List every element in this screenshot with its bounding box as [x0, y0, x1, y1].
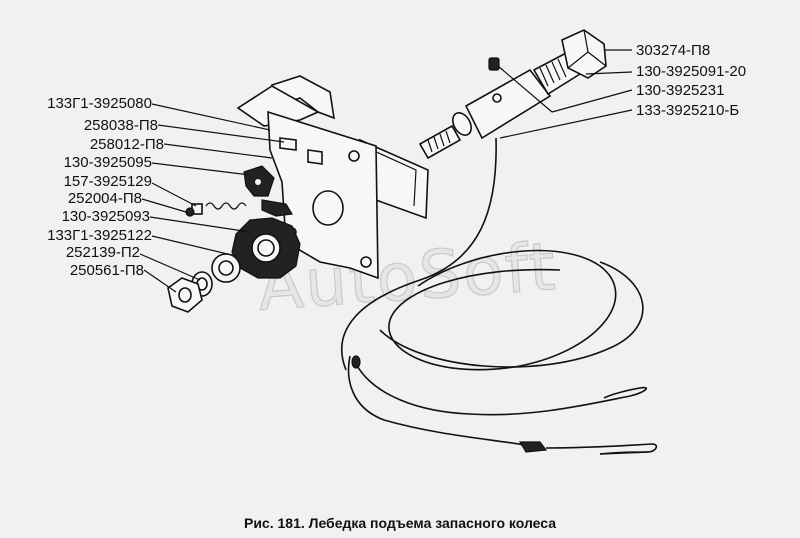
label-130-3925231: 130-3925231	[636, 82, 724, 99]
label-258012-P8: 258012-П8	[90, 136, 164, 153]
label-130-3925095: 130-3925095	[64, 154, 152, 171]
label-303274-P8: 303274-П8	[636, 42, 710, 59]
label-133G1-3925122: 133Г1-3925122	[47, 227, 152, 244]
label-130-3925093: 130-3925093	[62, 208, 150, 225]
ratchet-assembly	[167, 165, 301, 313]
leader-lines-left	[139, 103, 285, 293]
winch-shaft	[418, 29, 607, 160]
labels-right: 303274-П8 130-3925091-20 130-3925231 133…	[636, 42, 746, 119]
label-133-3925210-B: 133-3925210-Б	[636, 102, 739, 119]
leader-lines-right	[497, 49, 633, 139]
label-130-3925091-20: 130-3925091-20	[636, 63, 746, 80]
winch-cable	[341, 137, 658, 455]
label-258038-P8: 258038-П8	[84, 117, 158, 134]
label-133G1-3925080: 133Г1-3925080	[47, 95, 152, 112]
label-250561-P8: 250561-П8	[70, 262, 144, 279]
figure-caption: Рис. 181. Лебедка подъема запасного коле…	[244, 515, 556, 531]
label-252004-P8: 252004-П8	[68, 190, 142, 207]
labels-left: 133Г1-3925080 258038-П8 258012-П8 130-39…	[47, 95, 164, 279]
label-157-3925129: 157-3925129	[64, 173, 152, 190]
label-252139-P2: 252139-П2	[66, 244, 140, 261]
